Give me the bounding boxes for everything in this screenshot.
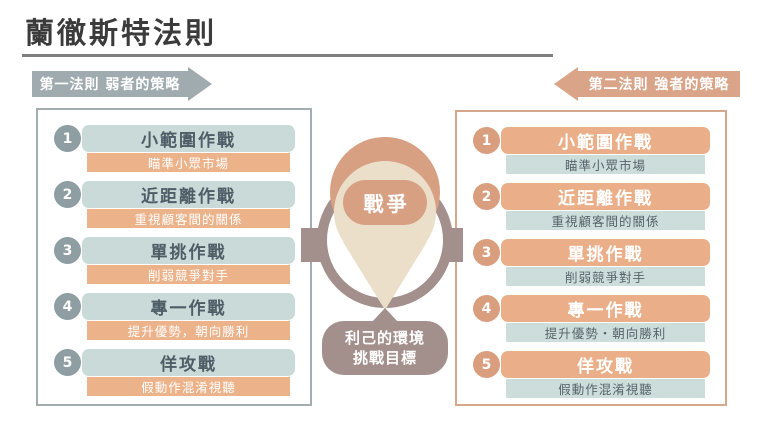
- war-label: 戰爭: [363, 192, 410, 216]
- title-underline: [22, 54, 553, 57]
- item-desc-bar: 瞄準小眾市場: [506, 155, 705, 174]
- item-number-badge: 4: [473, 295, 500, 322]
- item-title-bar: 專一作戰: [501, 295, 710, 322]
- list-item: 5 佯攻戰 假動作混淆視聽: [473, 351, 710, 398]
- list-item: 4 專一作戰 提升優勢・朝向勝利: [473, 295, 710, 342]
- right-arrow-icon: [188, 67, 212, 101]
- first-law-banner-label: 第一法則 弱者的策略: [39, 77, 181, 93]
- item-title-bar: 小範圍作戰: [82, 125, 295, 152]
- item-number-badge: 5: [54, 349, 81, 376]
- item-number-badge: 1: [473, 127, 500, 154]
- bubble-line-2: 挑戰目標: [352, 349, 417, 367]
- environment-bubble: 利己的環境 挑戰目標: [322, 321, 448, 375]
- second-law-banner: 第二法則 強者的策略: [578, 71, 740, 97]
- list-item: 1 小範圍作戰 瞄準小眾市場: [473, 127, 710, 174]
- item-number-badge: 4: [54, 293, 81, 320]
- item-number-badge: 3: [473, 239, 500, 266]
- item-desc-bar: 假動作混淆視聽: [506, 379, 705, 398]
- first-law-banner: 第一法則 弱者的策略: [32, 71, 188, 97]
- item-title-bar: 單挑作戰: [501, 239, 710, 266]
- weak-strategy-panel: 1 小範圍作戰 瞄準小眾市場 2 近距離作戰 重視顧客間的關係 3 單挑作戰 削…: [36, 108, 312, 406]
- list-item: 2 近距離作戰 重視顧客間的關係: [473, 183, 710, 230]
- list-item: 5 佯攻戰 假動作混淆視聽: [54, 349, 295, 396]
- list-item: 2 近距離作戰 重視顧客間的關係: [54, 181, 295, 228]
- item-desc-bar: 假動作混淆視聽: [87, 377, 290, 396]
- list-item: 4 專一作戰 提升優勢，朝向勝利: [54, 293, 295, 340]
- item-desc-bar: 削弱競爭對手: [87, 265, 290, 284]
- item-title-bar: 專一作戰: [82, 293, 295, 320]
- page-title: 蘭徹斯特法則: [25, 16, 218, 50]
- bubble-tail-icon: [372, 308, 398, 322]
- item-number-badge: 2: [473, 183, 500, 210]
- item-title-bar: 佯攻戰: [82, 349, 295, 376]
- item-desc-bar: 重視顧客間的關係: [506, 211, 705, 230]
- list-item: 1 小範圍作戰 瞄準小眾市場: [54, 125, 295, 172]
- item-title-bar: 單挑作戰: [82, 237, 295, 264]
- item-desc-bar: 重視顧客間的關係: [87, 209, 290, 228]
- strong-strategy-panel: 1 小範圍作戰 瞄準小眾市場 2 近距離作戰 重視顧客間的關係 3 單挑作戰 削…: [455, 110, 727, 406]
- war-label-pill: 戰爭: [343, 180, 427, 225]
- item-number-badge: 5: [473, 351, 500, 378]
- list-item: 3 單挑作戰 削弱競爭對手: [54, 237, 295, 284]
- item-desc-bar: 削弱競爭對手: [506, 267, 705, 286]
- item-title-bar: 佯攻戰: [501, 351, 710, 378]
- item-desc-bar: 提升優勢，朝向勝利: [87, 321, 290, 340]
- left-arrow-icon: [554, 67, 578, 101]
- item-title-bar: 小範圍作戰: [501, 127, 710, 154]
- item-number-badge: 3: [54, 237, 81, 264]
- second-law-banner-label: 第二法則 強者的策略: [588, 77, 730, 93]
- item-number-badge: 2: [54, 181, 81, 208]
- item-title-bar: 近距離作戰: [501, 183, 710, 210]
- item-number-badge: 1: [54, 125, 81, 152]
- list-item: 3 單挑作戰 削弱競爭對手: [473, 239, 710, 286]
- map-pin-tip-icon: [343, 242, 427, 310]
- item-title-bar: 近距離作戰: [82, 181, 295, 208]
- bubble-line-1: 利己的環境: [344, 328, 425, 347]
- item-desc-bar: 提升優勢・朝向勝利: [506, 323, 705, 342]
- item-desc-bar: 瞄準小眾市場: [87, 153, 290, 172]
